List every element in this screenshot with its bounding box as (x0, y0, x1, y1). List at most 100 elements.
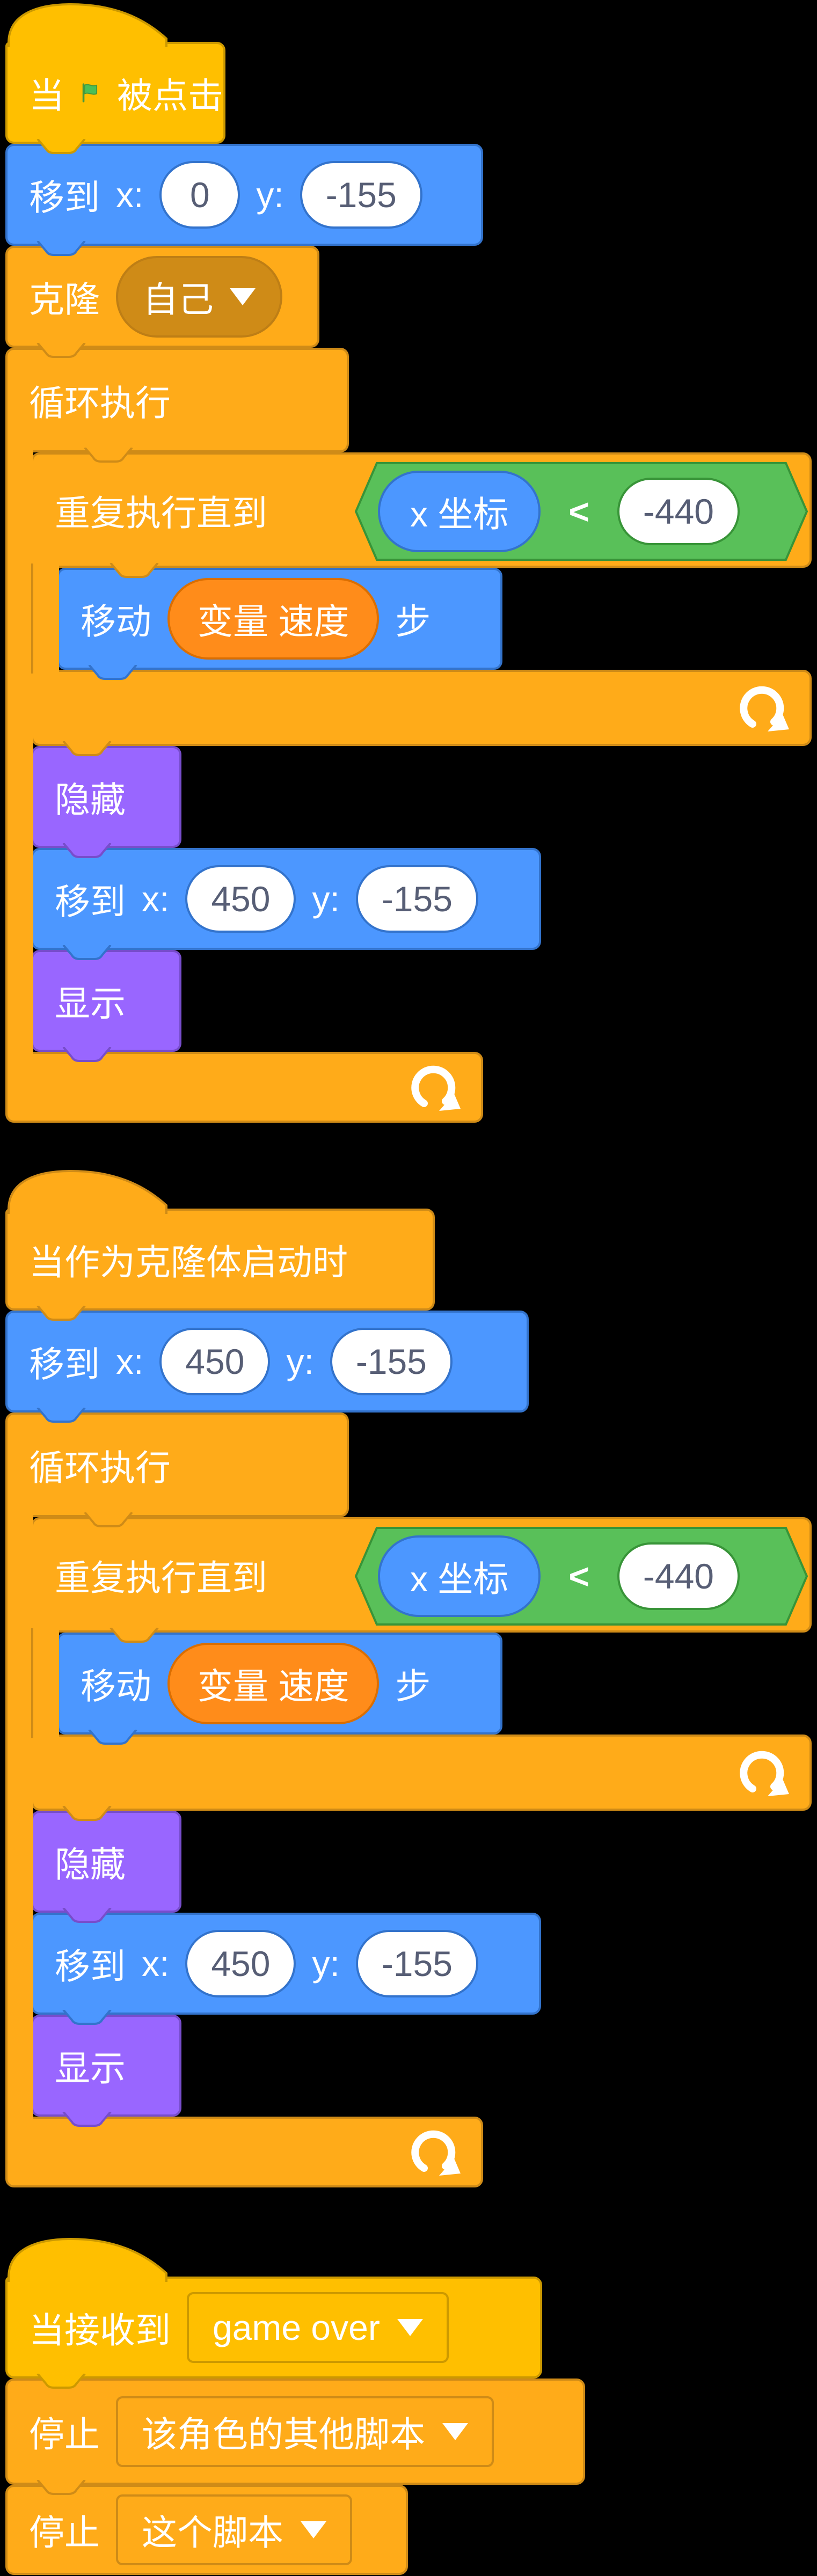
boolean-condition[interactable]: x 坐标 < -440 (354, 1526, 808, 1626)
hide-block[interactable]: 隐藏 (31, 1811, 181, 1923)
block-label: 移到 (29, 1344, 100, 1384)
x-position-reporter[interactable]: x 坐标 (378, 1535, 541, 1617)
stop-option-dropdown[interactable]: 该角色的其他脚本 (116, 2396, 494, 2467)
connector-tab (37, 1306, 86, 1321)
create-clone-block[interactable]: 克隆 自己 (5, 246, 319, 358)
block-label: 移到 (55, 1946, 126, 1986)
show-block[interactable]: 显示 (31, 2015, 181, 2127)
connector-tab (62, 2112, 112, 2127)
stop-this-script-block[interactable]: 停止 这个脚本 (5, 2485, 408, 2575)
hide-block[interactable]: 隐藏 (31, 746, 181, 858)
connector-tab (110, 1628, 159, 1643)
dropdown-arrow-icon (397, 2319, 423, 2336)
connector-tab (62, 945, 112, 960)
x-label: x: (116, 1342, 144, 1381)
forever-spine (5, 448, 33, 1054)
connector-tab (62, 1047, 112, 1062)
goto-xy-block[interactable]: 移到 x: 450 y: -155 (5, 1311, 529, 1423)
block-label: 移动 (81, 602, 151, 641)
connector-tab (37, 2480, 86, 2495)
broadcast-message-dropdown[interactable]: game over (187, 2292, 449, 2363)
y-label: y: (256, 175, 284, 215)
less-than-operator: < (568, 1556, 589, 1596)
block-label: 当 (29, 76, 64, 115)
repeat-until-block[interactable]: 重复执行直到 x 坐标 < -440 (31, 1517, 812, 1643)
loop-arrow-icon (740, 1751, 789, 1796)
dropdown-value: 这个脚本 (142, 2513, 283, 2552)
block-label: 步 (395, 1666, 431, 1706)
connector-tab (88, 665, 137, 680)
y-label: y: (312, 1944, 340, 1984)
hat-dome (8, 1169, 167, 1214)
less-than-operator: < (568, 492, 589, 531)
connector-tab (37, 2374, 86, 2389)
comparison-value-input[interactable]: -440 (617, 478, 740, 545)
clone-target-dropdown[interactable]: 自己 (116, 256, 282, 338)
y-input[interactable]: -155 (355, 1930, 478, 1997)
x-input[interactable]: 450 (185, 1930, 296, 1997)
forever-bottom[interactable] (5, 1052, 483, 1123)
connector-tab (37, 139, 86, 154)
block-label: 克隆 (29, 280, 100, 319)
goto-xy-block[interactable]: 移到 x: 450 y: -155 (31, 1913, 541, 2025)
block-label: 停止 (29, 2414, 100, 2454)
forever-block[interactable]: 循环执行 (5, 348, 349, 463)
block-label: 移到 (29, 178, 100, 217)
forever-block[interactable]: 循环执行 (5, 1413, 349, 1527)
move-steps-block[interactable]: 移动 变量 速度 步 (57, 568, 502, 680)
repeat-until-bottom[interactable] (31, 1735, 812, 1821)
connector-tab (62, 843, 112, 858)
hat-dome (8, 3, 167, 47)
comparison-value-input[interactable]: -440 (617, 1542, 740, 1610)
connector-tab (62, 2010, 112, 2025)
speed-variable-reporter[interactable]: 变量 速度 (167, 578, 380, 660)
connector-tab (62, 741, 112, 756)
loop-arrow-icon (411, 1065, 461, 1111)
goto-xy-block[interactable]: 移到 x: 450 y: -155 (31, 848, 541, 960)
x-input[interactable]: 0 (159, 161, 240, 229)
dropdown-arrow-icon (230, 288, 256, 305)
move-steps-block[interactable]: 移动 变量 速度 步 (57, 1633, 502, 1745)
x-position-reporter[interactable]: x 坐标 (378, 471, 541, 552)
connector-tab (37, 241, 86, 256)
speed-variable-reporter[interactable]: 变量 速度 (167, 1643, 380, 1724)
repeat-until-spine (31, 1628, 59, 1738)
block-label: 显示 (55, 984, 126, 1023)
y-input[interactable]: -155 (355, 865, 478, 933)
x-input[interactable]: 450 (159, 1328, 271, 1395)
block-label: 移动 (81, 1666, 151, 1706)
boolean-condition[interactable]: x 坐标 < -440 (354, 462, 808, 561)
x-label: x: (142, 879, 170, 919)
hat-dome (8, 2237, 167, 2282)
connector-tab (37, 343, 86, 358)
block-label: 停止 (29, 2513, 100, 2552)
y-label: y: (312, 879, 340, 919)
block-label: 步 (395, 602, 431, 641)
loop-arrow-icon (411, 2130, 461, 2176)
dropdown-arrow-icon (301, 2521, 326, 2538)
y-input[interactable]: -155 (330, 1328, 453, 1395)
show-block[interactable]: 显示 (31, 950, 181, 1062)
when-broadcast-received-block[interactable]: 当接收到 game over (5, 2237, 542, 2389)
x-input[interactable]: 450 (185, 865, 296, 933)
repeat-until-bottom[interactable] (31, 670, 812, 756)
y-input[interactable]: -155 (300, 161, 422, 229)
goto-xy-block[interactable]: 移到 x: 0 y: -155 (5, 144, 483, 256)
connector-tab (110, 563, 159, 578)
stop-option-dropdown[interactable]: 这个脚本 (116, 2494, 352, 2565)
connector-tab (84, 1512, 133, 1527)
when-flag-clicked-block[interactable]: 当 被点击 (5, 3, 225, 154)
repeat-until-spine (31, 564, 59, 674)
green-flag-icon (82, 83, 98, 103)
block-label: 当接收到 (29, 2310, 171, 2350)
block-label: 移到 (55, 882, 126, 921)
connector-tab (88, 1730, 137, 1745)
forever-bottom[interactable] (5, 2117, 483, 2187)
repeat-until-block[interactable]: 重复执行直到 x 坐标 < -440 (31, 452, 812, 578)
x-label: x: (142, 1944, 170, 1984)
when-start-as-clone-block[interactable]: 当作为克隆体启动时 (5, 1169, 435, 1321)
block-label: 循环执行 (29, 1447, 171, 1488)
stop-other-scripts-block[interactable]: 停止 该角色的其他脚本 (5, 2379, 585, 2495)
loop-arrow-icon (740, 686, 789, 731)
